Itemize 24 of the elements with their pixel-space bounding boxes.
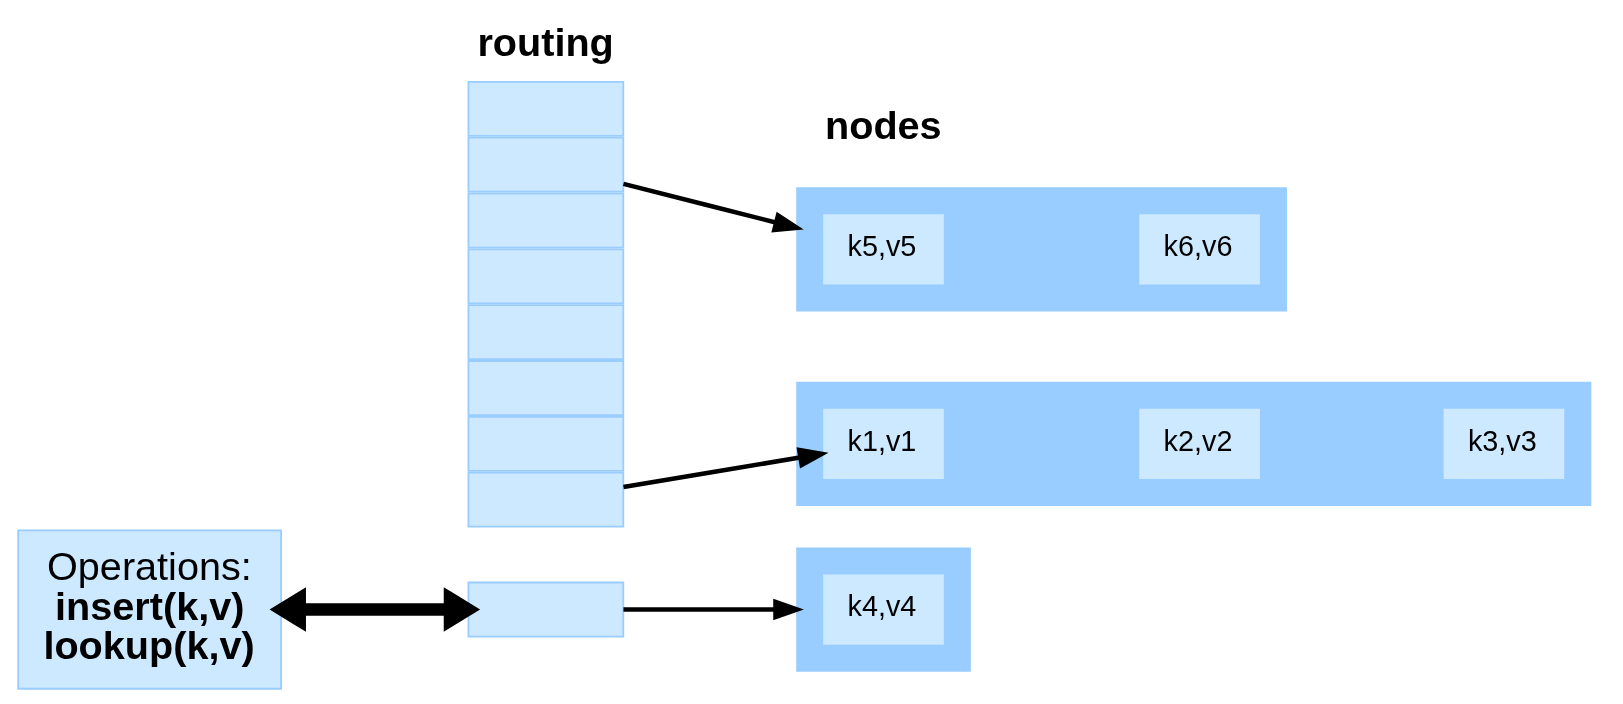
- node-box: k6,v6: [1137, 212, 1262, 287]
- node-box: Operations: insert(k,v) lookup(k,v): [17, 529, 283, 690]
- node-box: [467, 471, 625, 528]
- cluster: [796, 547, 971, 672]
- arrow: [623, 447, 829, 490]
- arrow: [623, 598, 804, 621]
- node-box: k1,v1: [821, 406, 946, 481]
- node-box: k2,v2: [1137, 406, 1262, 481]
- arrow: [269, 587, 481, 632]
- node-box: [467, 136, 625, 193]
- node-box: [467, 192, 625, 249]
- node-box: [467, 80, 625, 137]
- arrow: [622, 181, 804, 233]
- node-box: [467, 581, 625, 638]
- label: routing: [477, 19, 614, 64]
- node-box: k5,v5: [821, 212, 946, 287]
- cluster: [796, 187, 1287, 312]
- node-box: k3,v3: [1441, 406, 1567, 481]
- label: nodes: [825, 102, 942, 147]
- node-box: [467, 304, 625, 361]
- node-box: k4,v4: [821, 572, 946, 647]
- node-box: [467, 415, 625, 472]
- node-box: [467, 360, 625, 416]
- node-box: [467, 248, 625, 305]
